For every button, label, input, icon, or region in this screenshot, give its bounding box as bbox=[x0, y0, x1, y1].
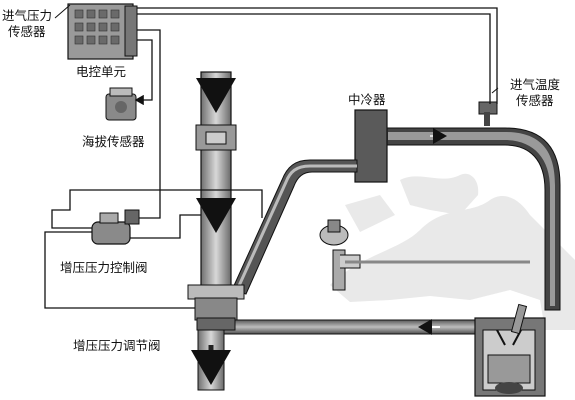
label-intake-temp-sensor-2: 传感器 bbox=[516, 93, 554, 108]
label-intake-pressure-sensor-2: 传感器 bbox=[8, 24, 46, 39]
signal-wires bbox=[44, 7, 498, 309]
label-boost-regulating-valve: 增压压力调节阀 bbox=[73, 338, 161, 353]
compressor-outlet-pipe bbox=[231, 159, 358, 295]
turbocharger bbox=[187, 284, 245, 391]
label-intake-pressure-sensor-1: 进气压力 bbox=[2, 8, 52, 23]
engine-background bbox=[330, 173, 575, 330]
intake-temp-sensor-body bbox=[478, 101, 498, 126]
leader-lines bbox=[54, 4, 499, 94]
charge-air-pipe-right bbox=[384, 127, 561, 311]
exhaust-pipe-bottom bbox=[199, 319, 501, 335]
label-altitude-sensor: 海拔传感器 bbox=[82, 134, 145, 149]
intercooler bbox=[354, 109, 388, 183]
altitude-sensor-body bbox=[105, 87, 137, 121]
label-intercooler: 中冷器 bbox=[348, 92, 386, 107]
label-boost-control-valve: 增压压力控制阀 bbox=[60, 260, 148, 275]
wastegate-actuator bbox=[319, 219, 530, 291]
label-ecu: 电控单元 bbox=[76, 64, 126, 79]
boost-control-valve-body bbox=[91, 209, 140, 245]
engine-cylinder bbox=[474, 303, 546, 397]
ecu-box bbox=[67, 3, 138, 60]
label-intake-temp-sensor-1: 进气温度 bbox=[510, 77, 561, 92]
intake-pipe-vertical bbox=[195, 71, 237, 293]
